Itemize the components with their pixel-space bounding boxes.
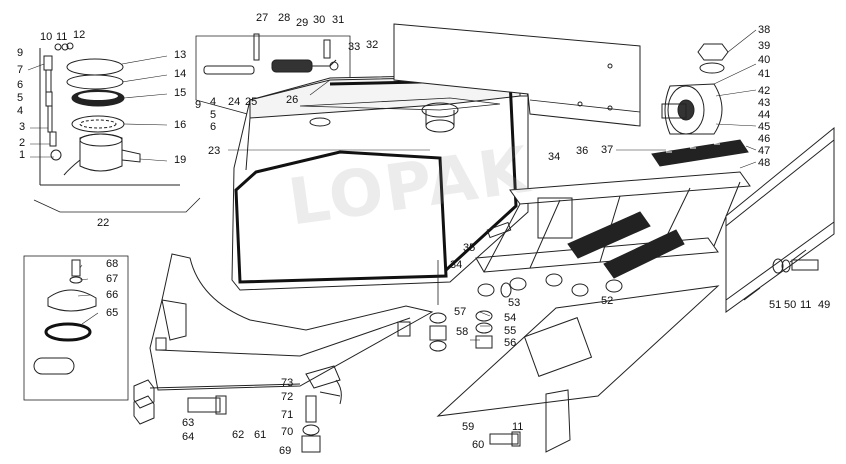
- callout-56: 56: [504, 337, 517, 349]
- fasteners-middle: [429, 310, 493, 352]
- callout-11-right: 11: [800, 299, 812, 311]
- callout-9-hose: 9: [195, 99, 202, 111]
- callout-6: 6: [17, 79, 24, 91]
- sender-parts-group: [33, 42, 201, 213]
- callout-2: 2: [19, 137, 26, 149]
- callout-28: 28: [278, 12, 291, 24]
- callout-6-hose: 6: [210, 121, 217, 133]
- callout-45: 45: [758, 121, 771, 133]
- callout-19: 19: [174, 154, 187, 166]
- callout-11: 11: [56, 31, 68, 43]
- callout-57: 57: [454, 306, 467, 318]
- callout-29: 29: [296, 17, 309, 29]
- callout-25: 25: [245, 96, 258, 108]
- callout-47: 47: [758, 145, 771, 157]
- callout-39: 39: [758, 40, 771, 52]
- callout-69: 69: [279, 445, 292, 457]
- callout-62: 62: [232, 429, 245, 441]
- callout-63: 63: [182, 417, 195, 429]
- callout-43: 43: [758, 97, 771, 109]
- callout-31: 31: [332, 14, 345, 26]
- callout-30: 30: [313, 14, 326, 26]
- callout-33: 33: [348, 41, 361, 53]
- callout-70: 70: [281, 426, 294, 438]
- callout-71: 71: [281, 409, 294, 421]
- callout-40: 40: [758, 54, 771, 66]
- callout-9: 9: [17, 47, 24, 59]
- callout-3: 3: [19, 121, 26, 133]
- callout-10: 10: [40, 31, 53, 43]
- callout-53: 53: [508, 297, 521, 309]
- callout-16: 16: [174, 119, 187, 131]
- callout-51: 51: [769, 299, 782, 311]
- left-fender: [133, 253, 434, 425]
- callout-32: 32: [366, 39, 379, 51]
- callout-13: 13: [174, 49, 187, 61]
- callout-49: 49: [818, 299, 831, 311]
- callout-34-bottom: 34: [450, 259, 463, 271]
- callout-38: 38: [758, 24, 771, 36]
- callout-14: 14: [174, 68, 187, 80]
- callout-42: 42: [758, 85, 771, 97]
- callout-24: 24: [228, 96, 241, 108]
- callout-5-hose: 5: [210, 109, 217, 121]
- mounting-plate: [301, 365, 342, 453]
- callout-22: 22: [97, 217, 110, 229]
- right-side-panel: [725, 126, 835, 313]
- callout-1: 1: [19, 149, 26, 161]
- callout-61: 61: [254, 429, 267, 441]
- callout-4-hose: 4: [210, 96, 217, 108]
- callout-44: 44: [758, 109, 771, 121]
- callout-35: 35: [463, 242, 476, 254]
- callout-12: 12: [73, 29, 86, 41]
- callout-59: 59: [462, 421, 475, 433]
- bottom-step-plate: [436, 285, 720, 453]
- rubber-pads: [651, 139, 749, 167]
- callout-60: 60: [472, 439, 485, 451]
- callout-68: 68: [106, 258, 119, 270]
- callout-65: 65: [106, 307, 119, 319]
- callout-36: 36: [576, 145, 589, 157]
- callout-11-bottom: 11: [512, 421, 524, 433]
- callout-41: 41: [758, 68, 771, 80]
- callout-7: 7: [17, 64, 24, 76]
- callout-67: 67: [106, 273, 119, 285]
- callout-66: 66: [106, 289, 119, 301]
- callout-15: 15: [174, 87, 187, 99]
- callout-72: 72: [281, 391, 294, 403]
- cap-assembly: [661, 43, 729, 135]
- callout-5: 5: [17, 92, 24, 104]
- support-frame: [475, 171, 751, 298]
- callout-64: 64: [182, 431, 195, 443]
- callout-58: 58: [456, 326, 469, 338]
- callout-54: 54: [504, 312, 517, 324]
- callout-73: 73: [281, 377, 294, 389]
- callout-46: 46: [758, 133, 771, 145]
- callout-50: 50: [784, 299, 797, 311]
- callout-26: 26: [286, 94, 299, 106]
- callout-34-top: 34: [548, 151, 561, 163]
- callout-55: 55: [504, 325, 517, 337]
- callout-37: 37: [601, 144, 614, 156]
- callout-27: 27: [256, 12, 269, 24]
- callout-4: 4: [17, 105, 24, 117]
- tank-rear-panel: [393, 23, 641, 127]
- callout-48: 48: [758, 157, 771, 169]
- callout-23: 23: [208, 145, 221, 157]
- callout-52: 52: [601, 295, 614, 307]
